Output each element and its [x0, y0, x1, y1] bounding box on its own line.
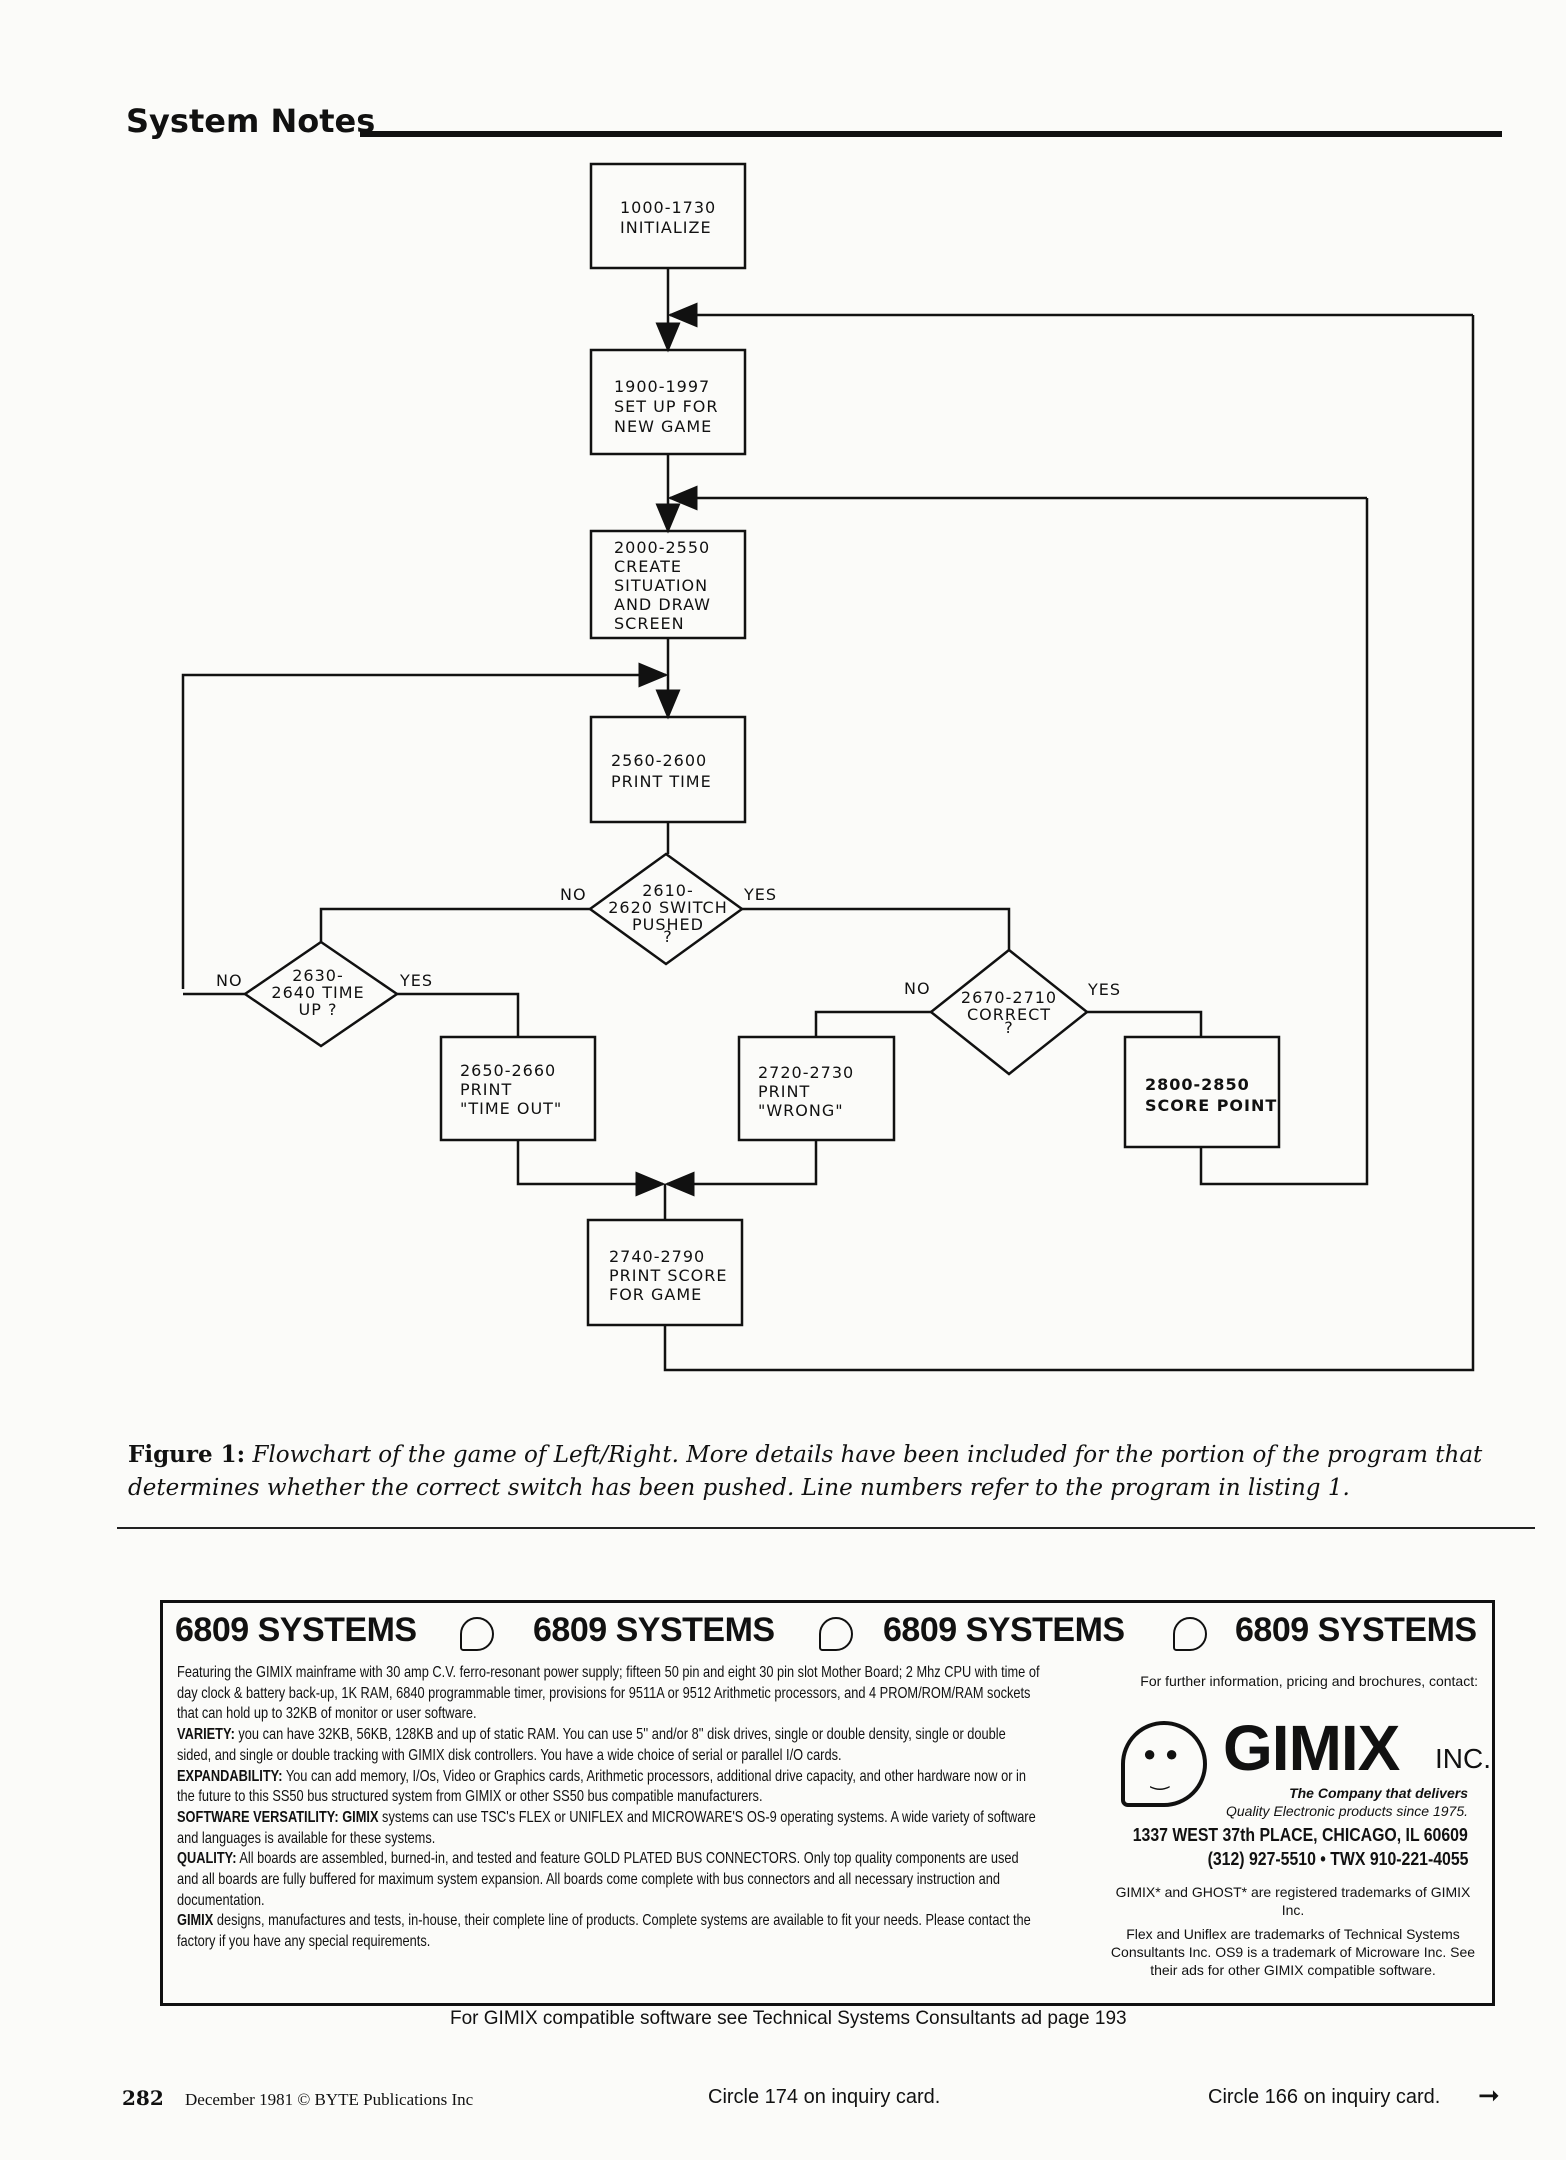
- label-no: NO: [560, 885, 587, 904]
- gimix-advertisement: 6809 SYSTEMS 6809 SYSTEMS 6809 SYSTEMS 6…: [160, 1600, 1495, 2006]
- section-header: System Notes: [126, 102, 376, 140]
- ghost-icon: [819, 1617, 853, 1651]
- label-no: NO: [216, 971, 243, 990]
- label-yes: YES: [399, 971, 433, 990]
- inquiry-circle: Circle 166 on inquiry card.: [1208, 2086, 1441, 2108]
- diamond-time-up: [242, 940, 400, 1048]
- page-number: 282: [122, 2086, 164, 2110]
- ad-headline: 6809 SYSTEMS: [533, 1611, 775, 1649]
- ad-headline: 6809 SYSTEMS: [1235, 1611, 1477, 1649]
- divider: [117, 1527, 1535, 1529]
- trademark-note: Flex and Uniflex are trademarks of Techn…: [1110, 1926, 1476, 1978]
- ad-headline: 6809 SYSTEMS: [883, 1611, 1125, 1649]
- label-no: NO: [904, 979, 931, 998]
- ghost-icon: [460, 1617, 494, 1651]
- diamond-correct: [928, 948, 1090, 1076]
- label-yes: YES: [743, 885, 777, 904]
- gimix-logo: GIMIX: [1223, 1712, 1400, 1784]
- tagline: The Company that delivers: [1289, 1785, 1468, 1801]
- issue-date: December 1981 © BYTE Publications Inc: [185, 2090, 474, 2109]
- tagline: Quality Electronic products since 1975.: [1225, 1803, 1468, 1819]
- label-yes: YES: [1087, 980, 1121, 999]
- ad-body: Featuring the GIMIX mainframe with 30 am…: [177, 1664, 1040, 1951]
- gimix-inc: INC.: [1435, 1743, 1491, 1774]
- ghost-icon: [1173, 1617, 1207, 1651]
- ad-footer: For GIMIX compatible software see Techni…: [450, 2008, 1127, 2029]
- address: 1337 WEST 37th PLACE, CHICAGO, IL 60609: [1132, 1825, 1468, 1845]
- figure-caption: Figure 1: Flowchart of the game of Left/…: [128, 1441, 1483, 1501]
- header-rule: [360, 131, 1502, 137]
- ad-headline: 6809 SYSTEMS: [175, 1611, 417, 1649]
- arrow-right-icon: ➞: [1478, 2080, 1500, 2110]
- diamond-switch: [587, 852, 745, 966]
- phone: (312) 927-5510 • TWX 910-221-4055: [1207, 1849, 1468, 1869]
- inquiry-circle: Circle 174 on inquiry card.: [708, 2086, 941, 2108]
- ghost-logo-icon: ●●‿: [1121, 1721, 1207, 1807]
- contact-text: For further information, pricing and bro…: [1140, 1673, 1478, 1689]
- trademark-note: GIMIX* and GHOST* are registered tradema…: [1115, 1884, 1471, 1918]
